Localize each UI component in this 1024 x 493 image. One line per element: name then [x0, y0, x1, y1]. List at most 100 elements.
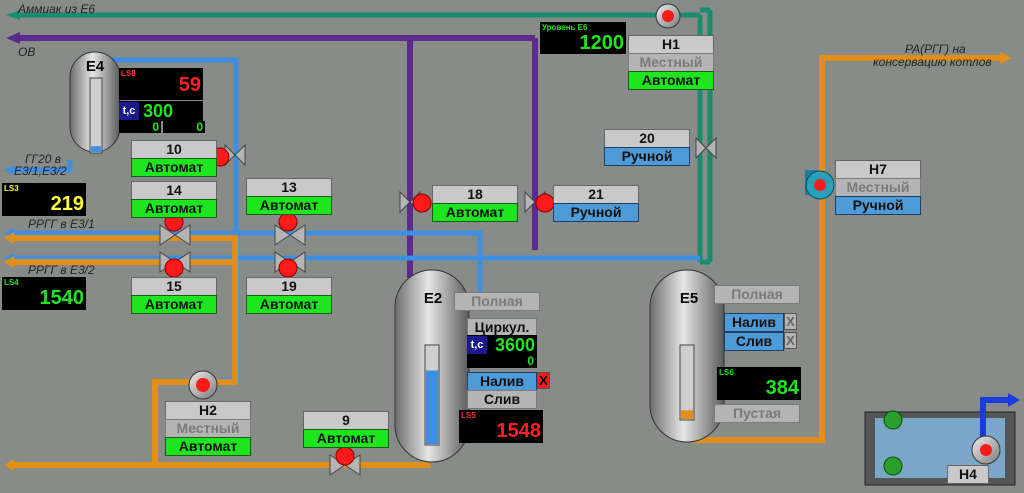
e4-ls-tag: LS8 — [121, 69, 136, 78]
valve-18-mode[interactable]: Автомат — [432, 203, 518, 222]
e4-temp-panel: t,c 300 — [119, 101, 203, 121]
basin-h4 — [864, 393, 1020, 486]
ra-label-2: консервацию котлов — [873, 55, 992, 69]
pump-h7-name: Н7 — [835, 160, 921, 179]
valve-21-id: 21 — [553, 185, 639, 204]
valve-9-id: 9 — [303, 411, 389, 430]
ls4-panel: LS4 1540 — [2, 277, 86, 310]
e2-ls-tag: LS5 — [461, 411, 476, 420]
ls4-value: 1540 — [39, 287, 85, 309]
e2-aux-panel: 0 — [467, 354, 537, 368]
valve-13-icon[interactable] — [274, 224, 306, 246]
e4-tc-value: 300 — [143, 101, 174, 121]
tank-e5-vessel — [649, 269, 725, 443]
tank-e2-vessel — [394, 269, 470, 463]
pump-h7-mode[interactable]: Ручной — [835, 196, 921, 215]
level-e6-panel: Уровень Е6 1200 — [540, 22, 626, 54]
tank-e2-name: Е2 — [423, 290, 443, 307]
e2-status-full: Полная — [454, 292, 540, 311]
pump-h2-icon[interactable] — [188, 370, 218, 400]
e4-aux2-panel: 0 — [163, 120, 205, 134]
valve-21-mode[interactable]: Ручной — [553, 203, 639, 222]
ammonia-pipe — [6, 7, 713, 265]
e4-ls-panel: LS8 59 — [119, 68, 203, 100]
valve-19-mode[interactable]: Автомат — [246, 295, 332, 314]
valve-10-id: 10 — [131, 140, 217, 159]
rrgt1-label: РРГГ в Е3/1 — [28, 217, 95, 231]
e5-ls-tag: LS6 — [719, 368, 734, 377]
blue-pipes — [10, 57, 700, 383]
ammonia-line-label: Аммиак из Е6 — [18, 2, 96, 16]
e4-ls-value: 59 — [178, 74, 201, 96]
e2-ls-panel: LS5 1548 — [459, 410, 543, 443]
gg20-label-2: Е3/1,Е3/2 — [14, 164, 67, 178]
e5-drain-button[interactable]: Слив — [724, 332, 784, 351]
valve-13-mode[interactable]: Автомат — [246, 196, 332, 215]
valve-13-lamp — [278, 212, 298, 232]
e5-drain-cancel[interactable]: X — [784, 332, 797, 349]
e4-aux1-panel: 0 — [119, 120, 161, 134]
e5-fill-button[interactable]: Налив — [724, 313, 784, 332]
valve-14-icon[interactable] — [159, 224, 191, 246]
level-e6-tag: Уровень Е6 — [542, 23, 588, 32]
valve-20-icon[interactable] — [695, 136, 717, 160]
valve-13-id: 13 — [246, 178, 332, 197]
e5-status-full: Полная — [714, 285, 800, 304]
pump-h2-name: Н2 — [165, 401, 251, 420]
valve-21-lamp — [535, 193, 555, 213]
rrgt2-label: РРГГ в Е3/2 — [28, 263, 95, 277]
e4-tc-tag: t,c — [119, 102, 139, 120]
e2-aux: 0 — [527, 354, 534, 368]
valve-15-mode[interactable]: Автомат — [131, 295, 217, 314]
pump-h7-icon[interactable] — [805, 170, 835, 200]
e5-ls-panel: LS6 384 — [717, 367, 801, 400]
valve-15-lamp — [164, 258, 184, 278]
valve-20-mode[interactable]: Ручной — [604, 147, 690, 166]
pump-h2-local[interactable]: Местный — [165, 419, 251, 438]
e2-temp-panel: t,c 3600 — [467, 335, 537, 355]
e4-aux1: 0 — [152, 120, 159, 134]
valve-9-mode[interactable]: Автомат — [303, 429, 389, 448]
gg20-label-1: ГГ20 в — [25, 152, 61, 166]
valve-19-lamp — [278, 258, 298, 278]
e2-tc-tag: t,c — [467, 336, 487, 354]
valve-14-id: 14 — [131, 181, 217, 200]
ov-line-label: ОВ — [18, 45, 36, 59]
e2-fill-cancel[interactable]: X — [537, 372, 550, 389]
pump-h7-local[interactable]: Местный — [835, 178, 921, 197]
e2-drain-button[interactable]: Слив — [467, 390, 537, 409]
pump-h2-mode[interactable]: Автомат — [165, 437, 251, 456]
level-e6-value: 1200 — [579, 32, 625, 54]
valve-9-lamp — [335, 446, 355, 466]
ra-label-1: РА(РГГ) на — [905, 42, 966, 56]
e2-ls-value: 1548 — [496, 420, 542, 442]
pump-h1-local[interactable]: Местный — [628, 53, 714, 72]
valve-18-id: 18 — [432, 185, 518, 204]
pump-h1-icon[interactable] — [655, 3, 681, 29]
e5-fill-cancel[interactable]: X — [784, 313, 797, 330]
e2-circulation[interactable]: Циркул. — [467, 318, 537, 337]
tank-e5-name: Е5 — [679, 290, 699, 307]
e2-fill-button[interactable]: Налив — [467, 372, 537, 391]
e4-aux2: 0 — [196, 120, 203, 134]
ls3-value: 219 — [50, 193, 84, 215]
valve-14-mode[interactable]: Автомат — [131, 199, 217, 218]
valve-18-lamp — [412, 193, 432, 213]
ls3-panel: LS3 219 — [2, 183, 86, 216]
tank-e4-name: Е4 — [85, 58, 105, 75]
pump-h1-mode[interactable]: Автомат — [628, 71, 714, 90]
ls4-tag: LS4 — [4, 278, 19, 287]
e5-status-empty: Пустая — [714, 404, 800, 423]
valve-10-mode[interactable]: Автомат — [131, 158, 217, 177]
valve-20-id: 20 — [604, 129, 690, 148]
e5-ls-value: 384 — [765, 377, 799, 399]
ov-pipe — [6, 32, 538, 278]
valve-15-id: 15 — [131, 277, 217, 296]
e2-tc-value: 3600 — [494, 335, 535, 355]
pump-h4-name: Н4 — [947, 465, 989, 484]
ls3-tag: LS3 — [4, 184, 19, 193]
tank-e4-vessel — [69, 51, 121, 154]
pump-h1-name: Н1 — [628, 35, 714, 54]
valve-19-id: 19 — [246, 277, 332, 296]
